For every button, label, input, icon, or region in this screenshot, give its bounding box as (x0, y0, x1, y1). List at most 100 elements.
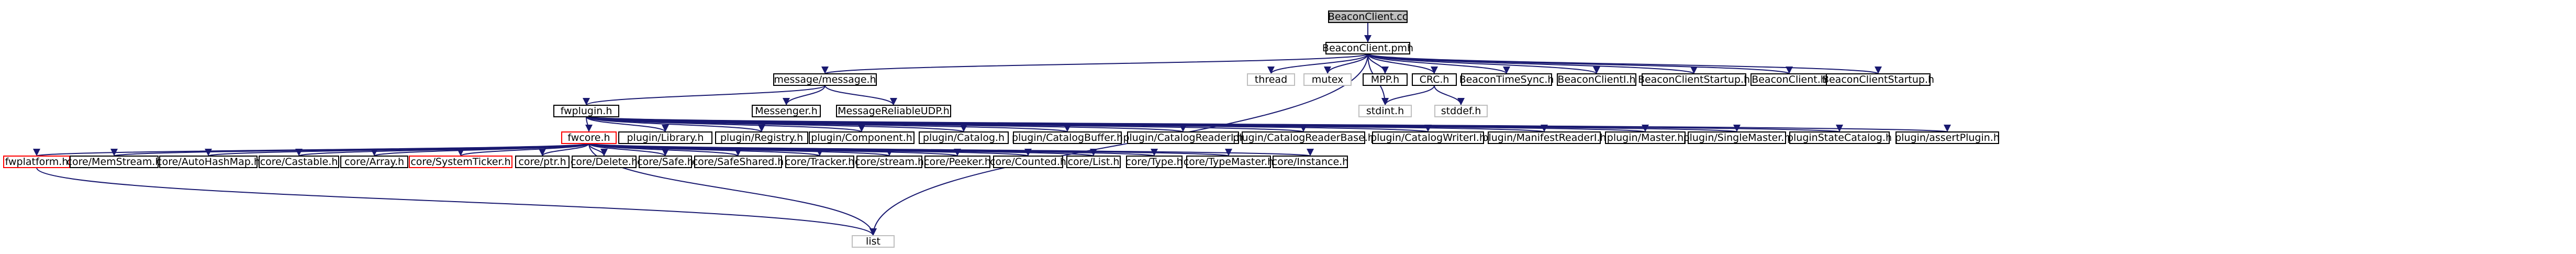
node-label-core-systemticker-h: core/SystemTicker.h (410, 156, 510, 168)
node-box-message-h (773, 73, 877, 86)
node-stdint-h: stdint.h (1358, 105, 1412, 117)
node-core-autohashmap-h[interactable]: core/AutoHashMap.h (157, 156, 260, 168)
node-box-plugin-master-h (1605, 131, 1686, 144)
node-label-plugin-catalogreaderbase-h: plugin/CatalogReaderBase.h (1233, 132, 1374, 143)
node-core-list-h[interactable]: core/List.h (1066, 156, 1121, 168)
node-label-beaconclient-h: BeaconClient.h (1752, 74, 1827, 85)
edge-beaconclient-pmh-to-beaconclientstartup-h-2 (1367, 53, 1882, 74)
node-message-h[interactable]: message/message.h (773, 73, 877, 86)
node-box-core-instance-h (1273, 156, 1348, 168)
node-box-plugin-catalog-h (919, 131, 1009, 144)
node-beaconclient-h[interactable]: BeaconClient.h (1750, 73, 1828, 86)
node-box-plugin-catalogreaderbase-h (1242, 131, 1365, 144)
node-label-plugin-catalogbuffer-h: plugin/CatalogBuffer.h (1012, 132, 1123, 143)
node-core-counted-h[interactable]: core/Counted.h (990, 156, 1066, 168)
node-beaconclient-pmh[interactable]: BeaconClient.pmh (1322, 42, 1413, 54)
node-core-systemticker-h[interactable]: core/SystemTicker.h (409, 156, 512, 168)
edge-fwcore-h-to-core-systemticker-h (457, 143, 589, 157)
edge-fwcore-h-to-core-ptr-h (539, 143, 589, 157)
node-core-safeshared-h[interactable]: core/SafeShared.h (693, 156, 784, 168)
node-label-fwplugin-h: fwplugin.h (561, 105, 612, 117)
node-core-memstream-h[interactable]: core/MemStream.h (67, 156, 162, 168)
edge-fwplugin-h-to-fwcore-h (585, 116, 593, 132)
node-box-core-autohashmap-h (159, 156, 258, 168)
node-plugin-catalog-h[interactable]: plugin/Catalog.h (919, 131, 1009, 144)
node-core-instance-h[interactable]: core/Instance.h (1272, 156, 1348, 168)
node-box-stddef-h (1434, 105, 1488, 117)
node-label-messenger-h: Messenger.h (755, 105, 818, 117)
node-beaconclientstartup-h-2[interactable]: BeaconClientStartup.h (1822, 73, 1934, 86)
node-crc-h[interactable]: CRC.h (1412, 73, 1457, 86)
node-core-peeker-h[interactable]: core/Peeker.h (924, 156, 991, 168)
node-stddef-h: stddef.h (1434, 105, 1488, 117)
node-core-array-h[interactable]: core/Array.h (340, 156, 408, 168)
node-core-type-h[interactable]: core/Type.h (1125, 156, 1183, 168)
node-label-beaconclientstartup-h-2: BeaconClientStartup.h (1822, 74, 1934, 85)
node-fwplatform-h[interactable]: fwplatform.h (3, 156, 70, 168)
node-core-safe-h[interactable]: core/Safe.h (637, 156, 694, 168)
node-label-core-safeshared-h: core/SafeShared.h (693, 156, 784, 168)
node-box-core-ptr-h (515, 156, 570, 168)
edge-message-h-to-messenger-h (783, 85, 826, 106)
node-plugin-catalogwriteri-h[interactable]: plugin/CatalogWriterI.h (1370, 131, 1486, 144)
node-plugin-catalogreaderbase-h[interactable]: plugin/CatalogReaderBase.h (1233, 131, 1374, 144)
edge-fwplugin-h-to-plugin-assertplugin-h (586, 116, 1950, 132)
node-label-stddef-h: stddef.h (1441, 105, 1481, 117)
node-fwcore-h[interactable]: fwcore.h (561, 131, 617, 144)
node-label-plugin-library-h: plugin/Library.h (627, 132, 704, 143)
node-messenger-h[interactable]: Messenger.h (752, 105, 821, 117)
node-label-core-list-h: core/List.h (1068, 156, 1120, 168)
node-core-delete-h[interactable]: core/Delete.h (571, 156, 638, 168)
node-label-crc-h: CRC.h (1420, 74, 1449, 85)
node-core-castable-h[interactable]: core/Castable.h (259, 156, 339, 168)
node-pluginstatecatalog-h[interactable]: pluginStateCatalog.h (1787, 131, 1892, 144)
node-core-stream-h[interactable]: core/stream.h (855, 156, 924, 168)
edge-beaconclient-pmh-to-list (869, 53, 1368, 236)
node-label-plugin-catalog-h: plugin/Catalog.h (923, 132, 1005, 143)
node-plugin-assertplugin-h[interactable]: plugin/assertPlugin.h (1895, 131, 2000, 144)
node-beaconclientstartup-h-1[interactable]: BeaconClientStartup.h (1638, 73, 1750, 86)
edge-fwcore-h-to-core-instance-h (588, 143, 1313, 157)
node-box-plugin-registry-h (715, 131, 808, 144)
node-core-ptr-h[interactable]: core/ptr.h (515, 156, 570, 168)
node-label-core-typemaster-h: core/TypeMaster.h (1184, 156, 1274, 168)
node-messagereliableudp-h[interactable]: MessageReliableUDP.h (836, 105, 951, 117)
node-label-plugin-master-h: plugin/Master.h (1607, 132, 1683, 143)
edge-message-h-to-fwplugin-h (583, 85, 826, 106)
node-box-core-safeshared-h (694, 156, 782, 168)
node-box-beaconclientstartup-h-1 (1642, 73, 1746, 86)
node-plugin-registry-h[interactable]: plugin/Registry.h (715, 131, 808, 144)
node-label-plugin-assertplugin-h: plugin/assertPlugin.h (1895, 132, 2000, 143)
node-plugin-library-h[interactable]: plugin/Library.h (618, 131, 712, 144)
node-box-messenger-h (752, 105, 821, 117)
node-thread: thread (1247, 73, 1295, 86)
node-fwplugin-h[interactable]: fwplugin.h (553, 105, 619, 117)
node-box-fwcore-h (561, 131, 617, 144)
node-label-plugin-registry-h: plugin/Registry.h (720, 132, 803, 143)
node-mpp-h[interactable]: MPP.h (1363, 73, 1408, 86)
node-beaconclienti-h[interactable]: BeaconClientI.h (1557, 73, 1636, 86)
node-box-core-memstream-h (70, 156, 159, 168)
node-box-plugin-catalogbuffer-h (1013, 131, 1122, 144)
node-beacontimesync-h[interactable]: BeaconTimeSync.h (1459, 73, 1554, 86)
node-plugin-component-h[interactable]: plugin/Component.h (809, 131, 915, 144)
node-box-pluginstatecatalog-h (1789, 131, 1890, 144)
node-core-typemaster-h[interactable]: core/TypeMaster.h (1184, 156, 1274, 168)
edge-fwcore-h-to-core-safe-h (588, 143, 669, 157)
node-label-list: list (866, 236, 880, 247)
node-plugin-catalogbuffer-h[interactable]: plugin/CatalogBuffer.h (1012, 131, 1123, 144)
node-box-plugin-assertplugin-h (1895, 131, 1999, 144)
node-plugin-manifestreaderi-h[interactable]: plugin/ManifestReaderI.h (1482, 131, 1607, 144)
node-box-core-tracker-h (785, 156, 854, 168)
node-box-core-typemaster-h (1186, 156, 1271, 168)
node-box-plugin-library-h (618, 131, 712, 144)
node-plugin-singlemaster-h[interactable]: plugin/SingleMaster.h (1683, 131, 1791, 144)
edge-beaconclient-pmh-to-crc-h (1367, 53, 1438, 74)
node-plugin-catalogreaderi-h[interactable]: plugin/CatalogReaderI.h (1123, 131, 1243, 144)
node-box-core-delete-h (572, 156, 637, 168)
node-box-mutex (1303, 73, 1352, 86)
node-beaconclient-cc: BeaconClient.cc (1328, 10, 1408, 23)
node-plugin-master-h[interactable]: plugin/Master.h (1605, 131, 1686, 144)
node-core-tracker-h[interactable]: core/Tracker.h (785, 156, 854, 168)
